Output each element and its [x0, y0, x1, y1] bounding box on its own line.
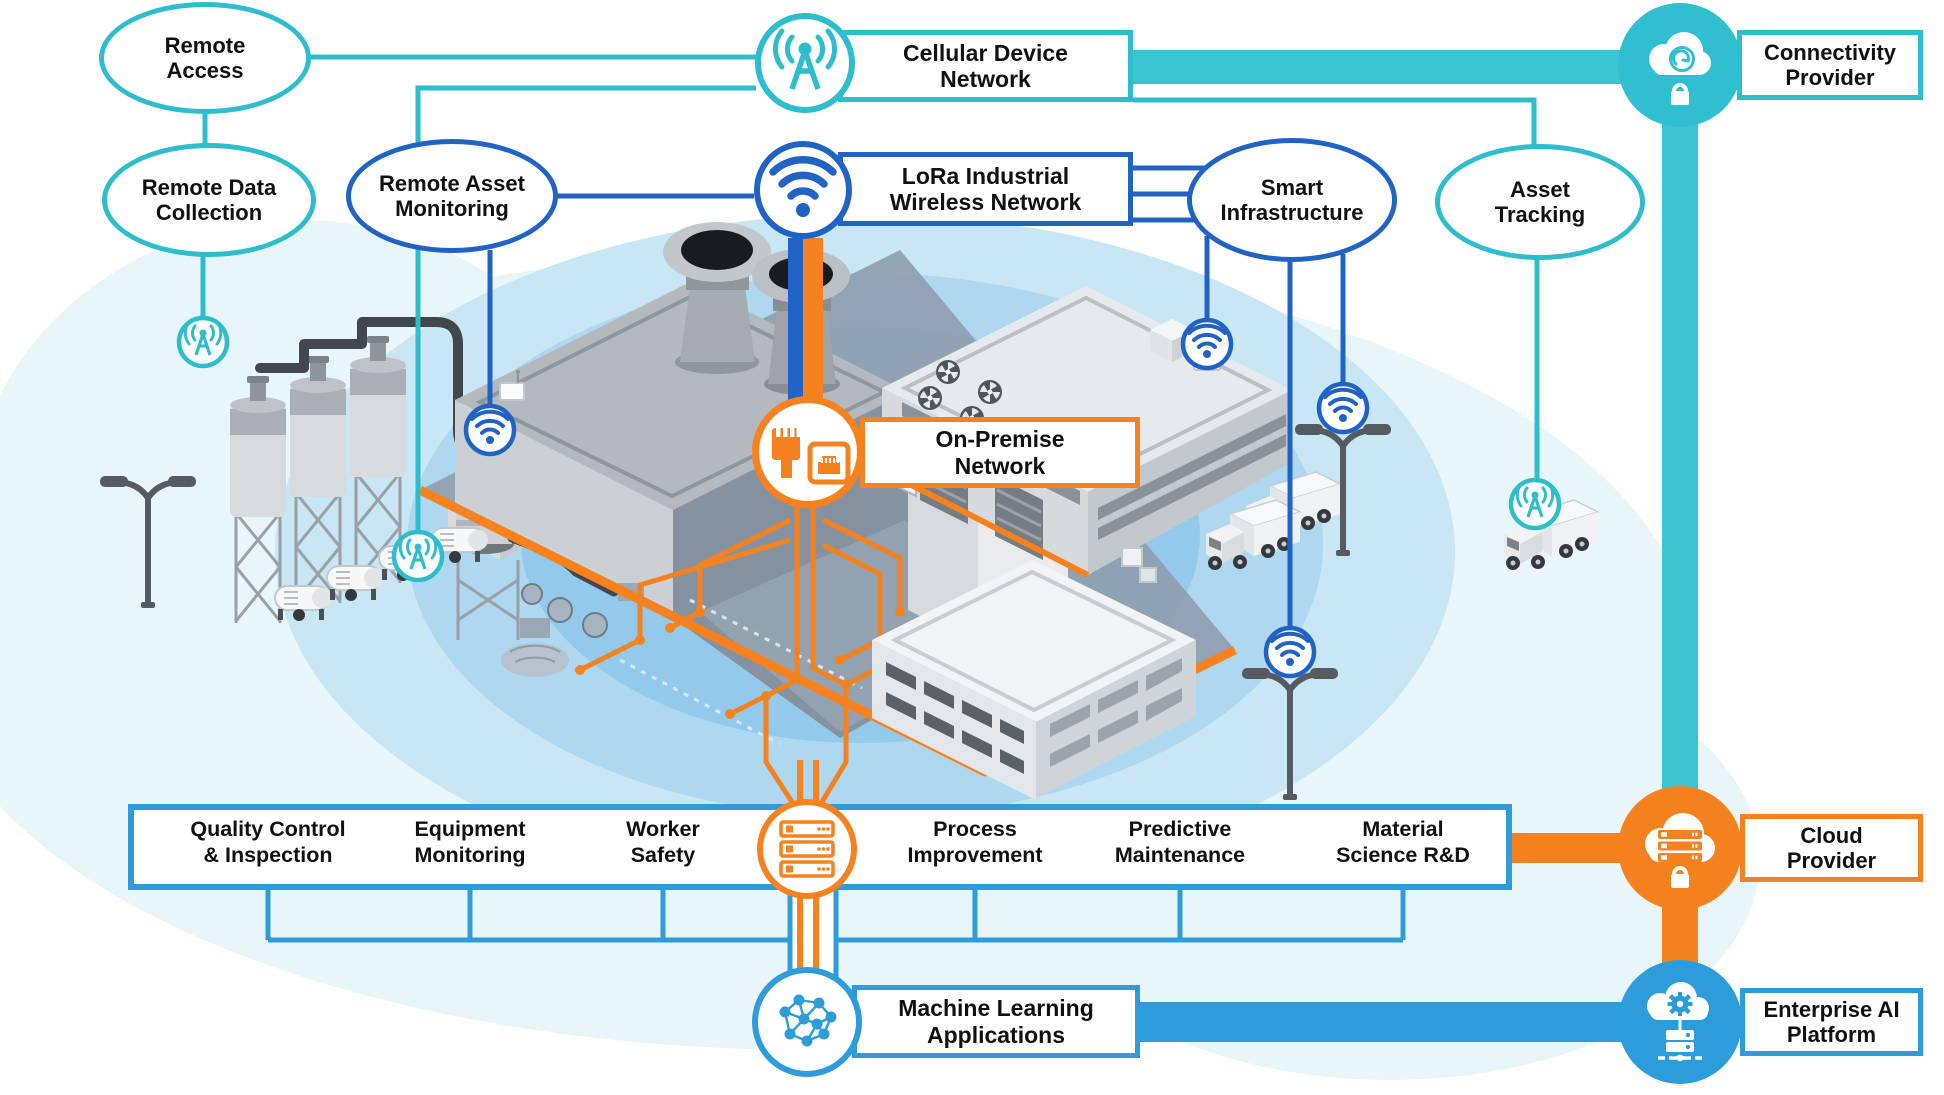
cloud-provider-cloud-icon	[1618, 786, 1742, 910]
lora-wifi-icon	[754, 141, 852, 239]
application-equipment-monitoring: Equipment Monitoring	[414, 817, 526, 867]
asset-tracking-label: Asset Tracking	[1494, 176, 1586, 227]
remote-access-label: Remote Access	[164, 32, 246, 83]
connectivity-provider-cloud-icon	[1618, 3, 1742, 127]
remote-site-antenna-icon	[179, 318, 227, 366]
generator-antenna-icon	[394, 532, 442, 580]
application-process-improvement: Process Improvement	[907, 817, 1043, 867]
node-remote-asset-monitoring: Remote Asset Monitoring	[346, 139, 558, 253]
node-asset-tracking: Asset Tracking	[1435, 144, 1645, 260]
node-connectivity-provider: Connectivity Provider	[1737, 30, 1923, 100]
node-enterprise-ai-platform: Enterprise AI Platform	[1740, 988, 1923, 1056]
application-worker-safety: Worker Safety	[626, 817, 700, 867]
enterprise-ai-cloud-icon	[1618, 960, 1742, 1084]
edge-server-icon	[757, 799, 857, 899]
application-predictive-maintenance: Predictive Maintenance	[1114, 817, 1246, 867]
node-on-premise-network: On-Premise Network	[860, 417, 1140, 488]
warehouse-wifi-icon	[1183, 320, 1231, 368]
application-quality-control: Quality Control & Inspection	[190, 817, 346, 867]
streetlight-wifi-icon-1	[1319, 384, 1367, 432]
smart-infrastructure-label: Smart Infrastructure	[1220, 174, 1364, 225]
node-remote-data-collection: Remote Data Collection	[102, 143, 316, 257]
network-junction-dots	[575, 607, 905, 719]
application-material-science: Material Science R&D	[1336, 817, 1470, 867]
connector-lines	[200, 54, 1540, 980]
asset-truck-antenna-icon	[1511, 480, 1559, 528]
machine-learning-applications-label: Machine Learning Applications	[898, 995, 1094, 1048]
on-premise-network-label: On-Premise Network	[935, 426, 1065, 479]
neural-network-icon	[752, 967, 862, 1077]
ethernet-network-icon	[752, 396, 864, 508]
node-smart-infrastructure: Smart Infrastructure	[1187, 138, 1397, 262]
node-remote-access: Remote Access	[99, 2, 311, 114]
remote-data-collection-label: Remote Data Collection	[141, 174, 277, 225]
connectivity-provider-label: Connectivity Provider	[1763, 39, 1897, 90]
tank-wifi-icon	[466, 406, 514, 454]
node-lora-network: LoRa Industrial Wireless Network	[838, 152, 1133, 226]
enterprise-ai-platform-label: Enterprise AI Platform	[1763, 996, 1900, 1047]
streetlight-wifi-icon-2	[1266, 628, 1314, 676]
cloud-provider-label: Cloud Provider	[1786, 822, 1877, 873]
node-cellular-device-network: Cellular Device Network	[838, 30, 1133, 102]
remote-asset-monitoring-label: Remote Asset Monitoring	[379, 170, 525, 221]
lora-network-label: LoRa Industrial Wireless Network	[889, 162, 1082, 215]
node-machine-learning-applications: Machine Learning Applications	[852, 985, 1140, 1058]
cellular-antenna-icon	[755, 13, 855, 113]
node-cloud-provider: Cloud Provider	[1740, 814, 1923, 882]
cellular-device-network-label: Cellular Device Network	[903, 39, 1068, 92]
